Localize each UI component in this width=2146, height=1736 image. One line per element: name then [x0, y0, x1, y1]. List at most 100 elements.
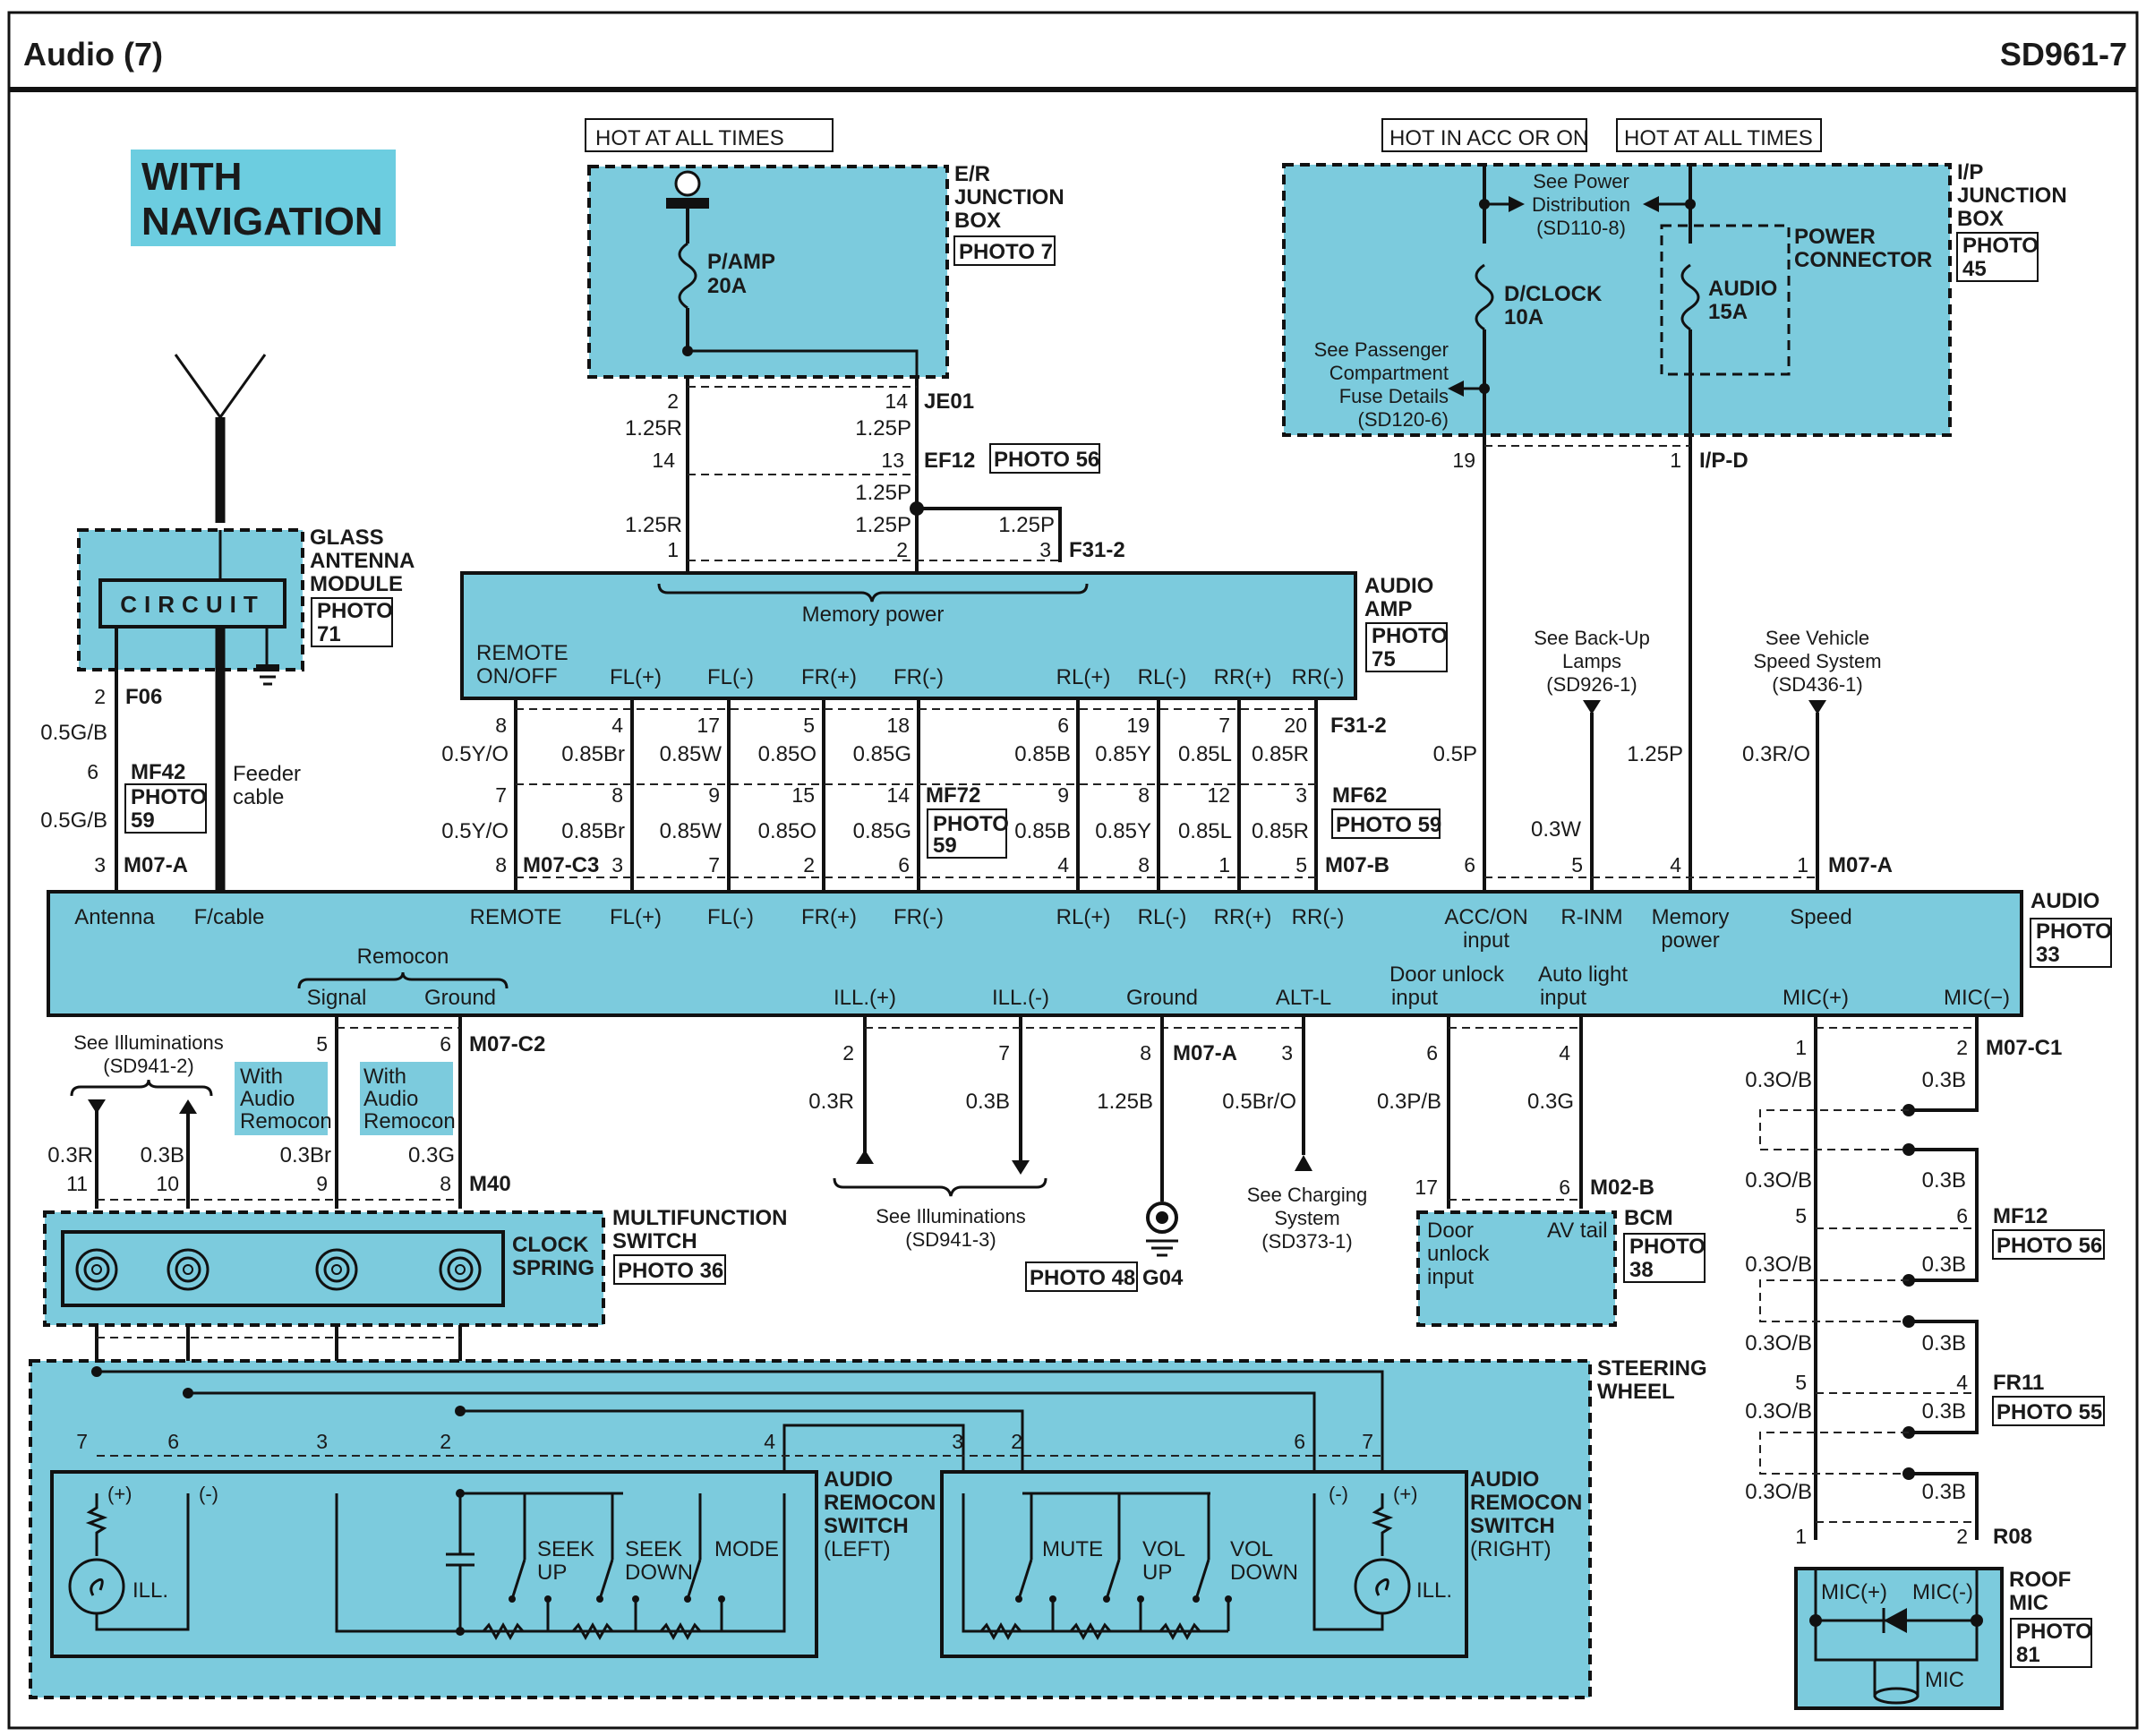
svg-text:9: 9 [1057, 783, 1069, 807]
svg-text:Lamps: Lamps [1562, 650, 1621, 672]
svg-text:R-INM: R-INM [1560, 905, 1622, 929]
ground-point-icon [1146, 1202, 1178, 1234]
svg-text:PHOTO 48: PHOTO 48 [1030, 1266, 1135, 1290]
svg-text:STEERING: STEERING [1597, 1356, 1707, 1381]
svg-text:PHOTO: PHOTO [933, 812, 1009, 836]
svg-text:PHOTO 59: PHOTO 59 [1336, 813, 1441, 837]
svg-text:0.85W: 0.85W [660, 742, 722, 766]
svg-text:CONNECTOR: CONNECTOR [1794, 248, 1932, 272]
svg-text:6: 6 [1559, 1176, 1570, 1199]
svg-text:14: 14 [652, 449, 675, 472]
svg-text:SWITCH: SWITCH [1470, 1514, 1555, 1538]
svg-text:FR(+): FR(+) [801, 665, 857, 689]
svg-text:M07-C3: M07-C3 [523, 853, 599, 877]
svg-text:REMOTE: REMOTE [476, 641, 569, 665]
svg-text:Door unlock: Door unlock [1389, 962, 1505, 987]
svg-text:HOT IN ACC OR ON: HOT IN ACC OR ON [1389, 126, 1588, 150]
svg-text:2: 2 [1956, 1525, 1968, 1548]
svg-text:MODULE: MODULE [310, 572, 403, 596]
svg-text:3: 3 [611, 853, 623, 877]
svg-text:ILL.(+): ILL.(+) [834, 986, 896, 1010]
svg-text:Audio: Audio [240, 1087, 295, 1111]
svg-text:AUDIO: AUDIO [1470, 1467, 1539, 1492]
svg-text:5: 5 [803, 714, 815, 737]
svg-text:REMOTE: REMOTE [470, 905, 562, 929]
svg-text:0.85B: 0.85B [1014, 819, 1071, 843]
svg-text:M07-A: M07-A [124, 853, 188, 877]
svg-text:0.3B: 0.3B [1922, 1253, 1966, 1277]
hot-at-all-times-er: HOT AT ALL TIMES [595, 126, 784, 150]
svg-text:BOX: BOX [954, 209, 1001, 233]
svg-text:1: 1 [1795, 1036, 1807, 1059]
svg-text:PHOTO: PHOTO [2016, 1620, 2092, 1644]
svg-text:1.25P: 1.25P [855, 481, 911, 505]
svg-text:ROOF: ROOF [2009, 1568, 2071, 1592]
svg-text:0.85G: 0.85G [853, 742, 911, 766]
svg-text:0.3R/O: 0.3R/O [1742, 742, 1810, 766]
svg-text:19: 19 [1452, 449, 1475, 472]
svg-text:0.85B: 0.85B [1014, 742, 1071, 766]
svg-text:input: input [1427, 1265, 1474, 1289]
svg-text:MIC: MIC [1925, 1668, 1964, 1692]
svg-text:SWITCH: SWITCH [612, 1229, 697, 1253]
speaker-wires [514, 698, 1318, 892]
amp-pin-labels: FL(+) FL(-) FR(+) FR(-) RL(+) RL(-) RR(+… [610, 665, 1344, 689]
svg-text:Memory: Memory [1652, 905, 1730, 929]
svg-text:2: 2 [667, 389, 679, 413]
svg-text:ANTENNA: ANTENNA [310, 549, 415, 573]
svg-text:AMP: AMP [1364, 597, 1412, 621]
mic-shield-wiring [1759, 1104, 1979, 1540]
svg-text:F31-2: F31-2 [1069, 538, 1125, 562]
svg-text:RL(-): RL(-) [1138, 905, 1187, 929]
svg-text:Memory power: Memory power [802, 603, 945, 627]
svg-text:M07-A: M07-A [1173, 1041, 1237, 1065]
svg-text:0.5Br/O: 0.5Br/O [1222, 1090, 1296, 1114]
svg-text:0.3G: 0.3G [408, 1143, 455, 1167]
svg-text:0.3P/B: 0.3P/B [1377, 1090, 1441, 1114]
svg-text:G04: G04 [1142, 1266, 1184, 1290]
svg-text:6: 6 [1426, 1041, 1438, 1065]
svg-text:See Passenger: See Passenger [1314, 338, 1449, 361]
svg-text:0.3G: 0.3G [1527, 1090, 1574, 1114]
svg-text:JE01: JE01 [924, 389, 974, 414]
page-code: SD961-7 [2000, 36, 2127, 73]
svg-text:0.85R: 0.85R [1252, 742, 1309, 766]
svg-text:I/P-D: I/P-D [1699, 449, 1748, 473]
svg-text:input: input [1463, 928, 1509, 953]
svg-text:3: 3 [1295, 783, 1307, 807]
svg-text:Remocon: Remocon [240, 1109, 332, 1133]
svg-text:With: With [240, 1065, 283, 1089]
svg-text:PHOTO 56: PHOTO 56 [1996, 1234, 2102, 1258]
svg-text:MF62: MF62 [1332, 783, 1387, 808]
svg-text:0.5G/B: 0.5G/B [40, 808, 107, 833]
antenna-icon [174, 354, 267, 420]
svg-text:2: 2 [440, 1430, 451, 1453]
clock-spring [61, 1230, 505, 1307]
svg-text:VOL: VOL [1230, 1537, 1273, 1561]
svg-text:AV tail: AV tail [1547, 1219, 1608, 1243]
svg-text:2: 2 [842, 1041, 854, 1065]
svg-text:8: 8 [495, 714, 507, 737]
svg-text:(SD941-2): (SD941-2) [103, 1055, 193, 1077]
svg-text:input: input [1391, 986, 1438, 1010]
svg-text:0.85Y: 0.85Y [1095, 742, 1151, 766]
svg-text:SPRING: SPRING [512, 1256, 594, 1280]
svg-text:See Back-Up: See Back-Up [1534, 627, 1650, 649]
svg-text:1.25R: 1.25R [625, 416, 682, 440]
nav-line-1: WITH [141, 155, 242, 199]
svg-text:EF12: EF12 [924, 449, 975, 473]
svg-text:11: 11 [66, 1172, 88, 1195]
svg-text:SEEK: SEEK [537, 1537, 594, 1561]
svg-text:2: 2 [896, 538, 908, 561]
svg-text:See Illuminations: See Illuminations [73, 1031, 224, 1054]
svg-text:MULTIFUNCTION: MULTIFUNCTION [612, 1206, 788, 1230]
svg-text:15: 15 [791, 783, 815, 807]
mic-wire-colors: 0.3O/B 0.3B 0.3O/B 0.3B 0.3O/B 0.3B 0.3O… [1745, 1068, 1966, 1504]
svg-text:3: 3 [952, 1430, 963, 1453]
svg-text:HOT AT ALL TIMES: HOT AT ALL TIMES [1624, 126, 1813, 150]
svg-text:Compartment: Compartment [1329, 362, 1449, 384]
svg-text:3: 3 [94, 853, 106, 877]
er-junction-box [587, 165, 949, 379]
svg-text:0.85Br: 0.85Br [561, 819, 625, 843]
